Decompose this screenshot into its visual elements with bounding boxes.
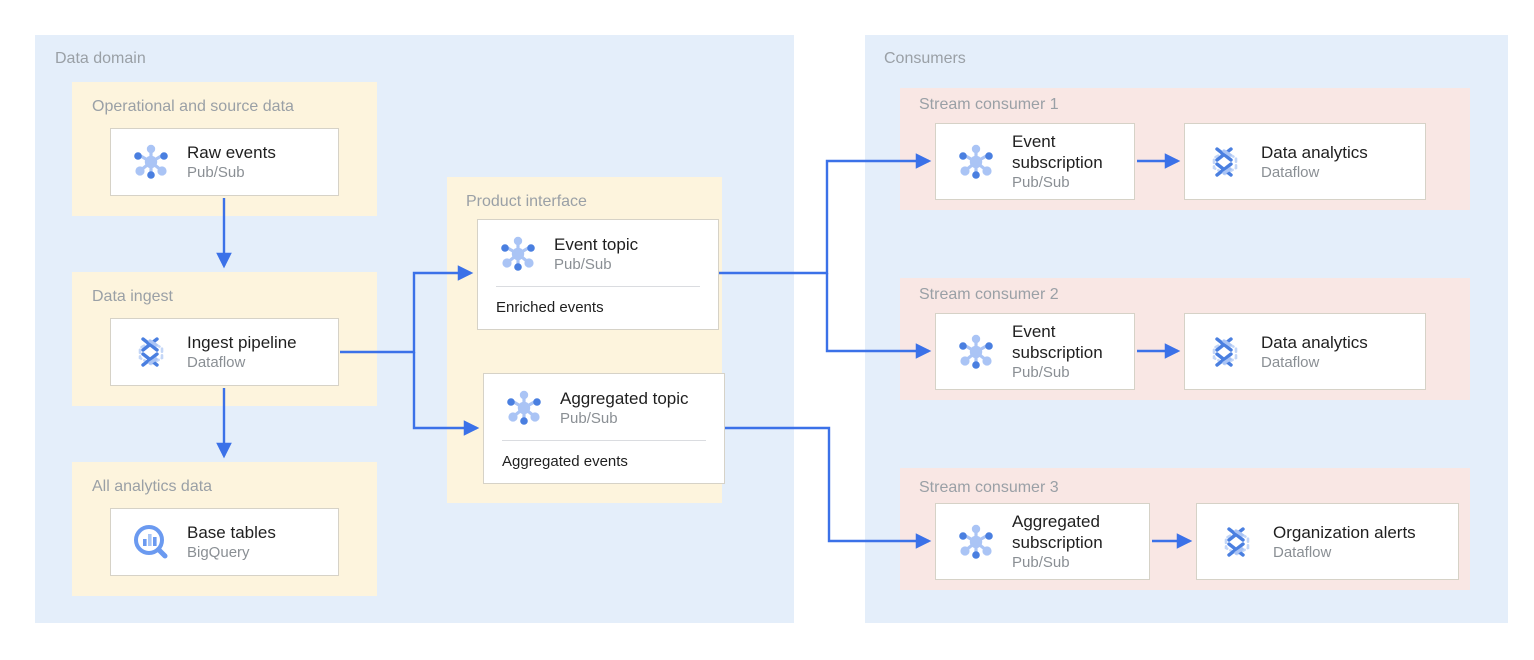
- card-title: Organization alerts: [1273, 522, 1416, 542]
- card-event-topic[interactable]: Event topic Pub/Sub Enriched events: [477, 219, 719, 330]
- card-title: Event subscription: [1012, 322, 1103, 362]
- group-data-ingest-title: Data ingest: [92, 288, 173, 305]
- group-all-analytics-data-title: All analytics data: [92, 478, 213, 495]
- card-subtitle: Pub/Sub: [187, 164, 245, 181]
- card-subtitle: Pub/Sub: [560, 410, 618, 427]
- pubsub-icon: [502, 386, 546, 430]
- card-subtitle: Dataflow: [1261, 163, 1320, 181]
- group-stream-consumer-3-title: Stream consumer 3: [919, 479, 1059, 496]
- card-footer: Enriched events: [496, 299, 604, 316]
- pubsub-icon: [954, 330, 998, 374]
- card-raw-events[interactable]: Raw events Pub/Sub: [110, 128, 339, 196]
- card-subtitle: Pub/Sub: [554, 256, 612, 273]
- card-title: Event subscription: [1012, 132, 1103, 172]
- dataflow-icon: [1203, 330, 1247, 374]
- group-product-interface-title: Product interface: [466, 193, 587, 210]
- card-data-analytics-1[interactable]: Data analytics Dataflow: [1184, 123, 1426, 200]
- card-event-subscription-2[interactable]: Event subscription Pub/Sub: [935, 313, 1135, 390]
- card-organization-alerts[interactable]: Organization alerts Dataflow: [1196, 503, 1459, 580]
- card-subtitle: BigQuery: [187, 544, 250, 561]
- group-stream-consumer-1-title: Stream consumer 1: [919, 96, 1059, 113]
- pubsub-icon: [954, 140, 998, 184]
- card-title: Base tables: [187, 523, 276, 542]
- dataflow-icon: [129, 330, 173, 374]
- card-title: Data analytics: [1261, 142, 1368, 162]
- card-base-tables[interactable]: Base tables BigQuery: [110, 508, 339, 576]
- card-subtitle: Pub/Sub: [1012, 554, 1070, 571]
- card-ingest-pipeline[interactable]: Ingest pipeline Dataflow: [110, 318, 339, 386]
- card-title: Ingest pipeline: [187, 333, 297, 352]
- pubsub-icon: [129, 140, 173, 184]
- card-title: Event topic: [554, 235, 639, 254]
- bigquery-icon: [129, 520, 173, 564]
- card-event-subscription-1[interactable]: Event subscription Pub/Sub: [935, 123, 1135, 200]
- card-title: Data analytics: [1261, 332, 1368, 352]
- card-divider: [502, 440, 706, 441]
- card-subtitle: Dataflow: [1273, 543, 1332, 561]
- dataflow-icon: [1215, 520, 1259, 564]
- card-title: Raw events: [187, 143, 276, 162]
- card-subtitle: Pub/Sub: [1012, 174, 1070, 191]
- group-operational-and-source-data-title: Operational and source data: [92, 98, 294, 115]
- card-subtitle: Pub/Sub: [1012, 364, 1070, 381]
- card-title: Aggregated subscription: [1012, 512, 1103, 552]
- card-divider: [496, 286, 700, 287]
- card-title: Aggregated topic: [560, 389, 689, 408]
- card-data-analytics-2[interactable]: Data analytics Dataflow: [1184, 313, 1426, 390]
- card-subtitle: Dataflow: [187, 354, 246, 371]
- pubsub-icon: [954, 520, 998, 564]
- group-stream-consumer-2-title: Stream consumer 2: [919, 286, 1059, 303]
- card-subtitle: Dataflow: [1261, 353, 1320, 371]
- card-aggregated-subscription[interactable]: Aggregated subscription Pub/Sub: [935, 503, 1150, 580]
- card-aggregated-topic[interactable]: Aggregated topic Pub/Sub Aggregated even…: [483, 373, 725, 484]
- region-data-domain-title: Data domain: [55, 50, 146, 67]
- dataflow-icon: [1203, 140, 1247, 184]
- card-footer: Aggregated events: [502, 453, 628, 470]
- region-consumers-title: Consumers: [884, 50, 966, 67]
- pubsub-icon: [496, 232, 540, 276]
